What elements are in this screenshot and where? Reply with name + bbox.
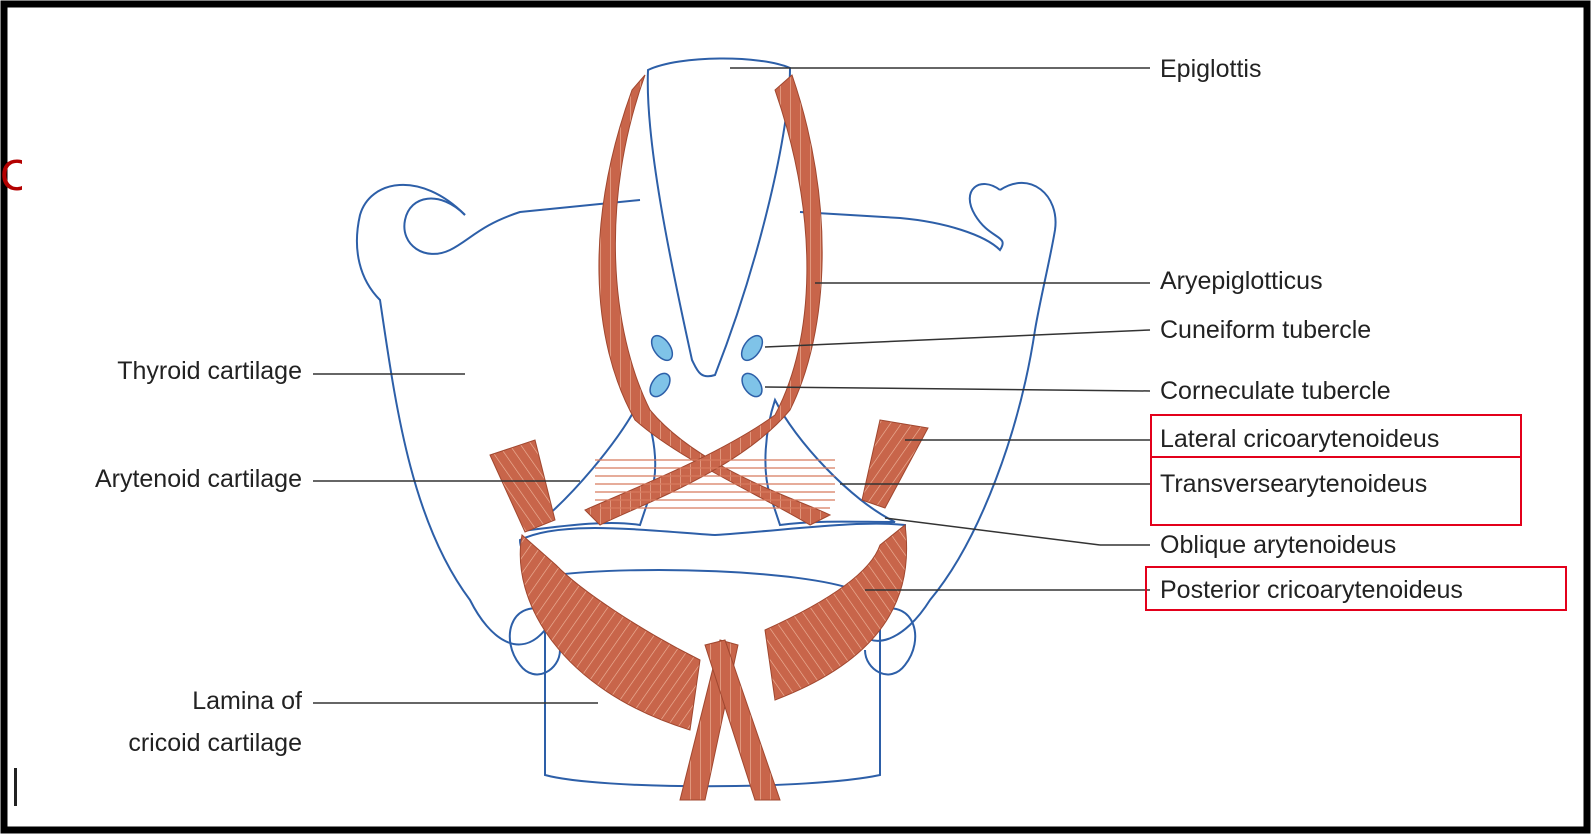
label-arytenoid-cartilage: Arytenoid cartilage (20, 464, 302, 494)
thyroid-horn-right (800, 184, 1003, 250)
lateral-cricoarytenoid-right (862, 420, 928, 508)
label-cuneiform-tubercle: Cuneiform tubercle (1160, 315, 1371, 345)
cuneiform-tubercle-left (647, 332, 676, 364)
lateral-cricoarytenoid-left (490, 440, 555, 532)
cricoid-arc (520, 524, 905, 590)
highlight-box-transverse (1150, 456, 1522, 526)
label-lamina-line1: Lamina of (60, 686, 302, 716)
label-corneculate-tubercle: Corneculate tubercle (1160, 376, 1391, 406)
side-glyph-icon: C (0, 150, 22, 202)
label-oblique-arytenoideus: Oblique arytenoideus (1160, 530, 1396, 560)
label-lamina-line2: cricoid cartilage (60, 728, 302, 758)
posterior-cricoarytenoid-left (520, 535, 700, 730)
corneculate-tubercle-left (646, 370, 674, 400)
corneculate-tubercle-right (738, 370, 766, 400)
label-thyroid-cartilage: Thyroid cartilage (40, 356, 302, 386)
label-aryepiglotticus: Aryepiglotticus (1160, 266, 1323, 296)
epiglottis-shape (648, 58, 790, 376)
side-tick (14, 768, 17, 806)
highlight-box-posterior (1145, 566, 1567, 611)
highlight-box-lateral (1150, 414, 1522, 458)
cuneiform-tubercle-right (737, 332, 766, 364)
label-epiglottis: Epiglottis (1160, 54, 1261, 84)
